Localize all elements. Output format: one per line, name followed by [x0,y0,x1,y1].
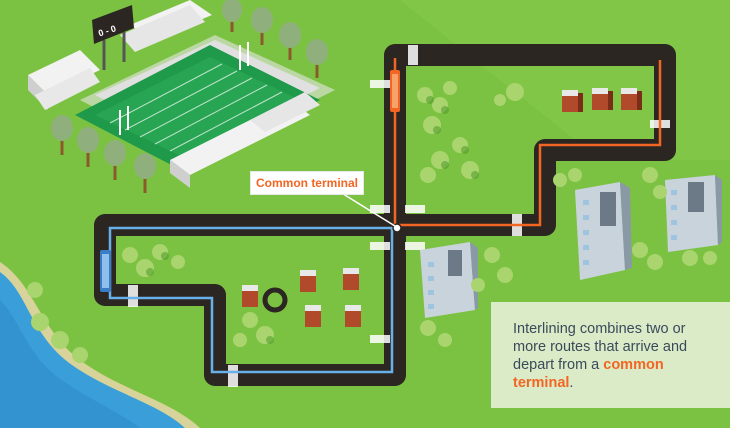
house-icon [300,270,316,292]
stadium-trees [51,0,328,193]
house-icon [345,305,361,327]
house-icon [343,268,359,290]
house-icon [305,305,321,327]
house-icon [621,88,642,110]
info-text-end: . [569,375,574,391]
building-icon [575,182,632,280]
building-icon [665,175,722,252]
common-terminal-callout: Common terminal [250,171,364,195]
tree-icon [104,140,126,180]
tree-icon [251,7,273,45]
bush-shadows [146,96,479,344]
tree-icon [279,22,301,60]
bushes [27,81,717,363]
house-icon [242,285,258,307]
bus-icon [390,70,400,112]
grass-shade [400,0,730,160]
stadium-icon [28,0,335,188]
road-network [94,44,676,386]
building-icon [420,242,478,318]
info-highlight: common terminal [513,357,664,391]
tree-icon [51,115,73,155]
bus-icon [100,250,111,292]
callout-leader [339,191,396,227]
blue-route-line [108,226,395,374]
tree-icon [222,0,242,32]
houses [242,88,642,327]
house-icon [562,90,583,112]
scoreboard: 0 - 0 [92,5,134,70]
house-icon [592,88,613,110]
tree-icon [77,127,99,167]
lake-icon [0,262,200,428]
tree-icon [306,39,328,78]
info-box: Interlining combines two or more routes … [491,302,730,408]
tree-icon [134,153,156,193]
buildings [420,175,722,318]
roundabout [262,287,288,313]
info-text: Interlining combines two or more routes … [513,321,688,373]
